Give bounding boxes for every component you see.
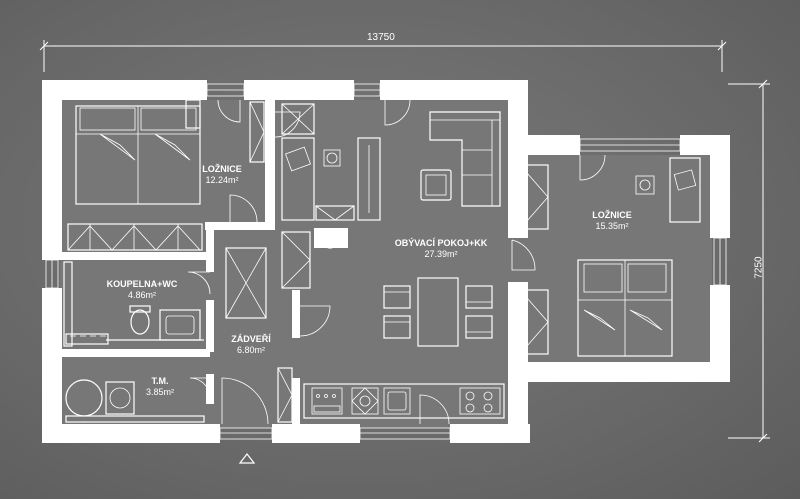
room-area: 4.86m²	[127, 290, 156, 300]
room-label-storage: T.M. 3.85m²	[140, 376, 180, 398]
height-dimension: 7250	[753, 256, 765, 279]
doors	[187, 99, 606, 425]
room-name: ZÁDVEŘÍ	[231, 334, 271, 344]
room-area: 6.80m²	[236, 345, 265, 355]
room-name: T.M.	[151, 376, 169, 386]
bedroom-right-furniture	[519, 157, 701, 357]
office-nook-furniture	[281, 103, 381, 221]
dimension-lines	[39, 40, 770, 443]
bathroom-fixtures	[63, 261, 204, 347]
entrance-arrow	[238, 453, 256, 464]
room-area: 27.39m²	[424, 249, 458, 259]
room-label-bedroom-right: LOŽNICE 15.35m²	[584, 210, 640, 232]
walls	[42, 80, 730, 443]
room-label-bathroom: KOUPELNA+WC 4.86m²	[100, 279, 184, 301]
living-room-furniture	[323, 111, 501, 347]
kitchen-counter	[303, 383, 505, 419]
room-name: KOUPELNA+WC	[106, 279, 178, 289]
width-dimension: 13750	[367, 32, 395, 43]
room-name: LOŽNICE	[592, 210, 632, 220]
room-area: 15.35m²	[595, 221, 629, 231]
room-label-living-room: OBÝVACÍ POKOJ+KK 27.39m²	[386, 238, 496, 260]
room-label-hallway: ZÁDVEŘÍ 6.80m²	[228, 334, 274, 356]
windows	[45, 83, 727, 440]
room-area: 12.24m²	[205, 175, 239, 185]
room-label-bedroom-left: LOŽNICE 12.24m²	[200, 164, 244, 186]
bedroom-left-furniture	[67, 99, 265, 251]
room-name: OBÝVACÍ POKOJ+KK	[394, 238, 488, 248]
storage-fixtures	[65, 379, 205, 423]
room-area: 3.85m²	[145, 387, 174, 397]
hallway-furniture	[225, 231, 311, 423]
room-name: LOŽNICE	[202, 164, 242, 174]
